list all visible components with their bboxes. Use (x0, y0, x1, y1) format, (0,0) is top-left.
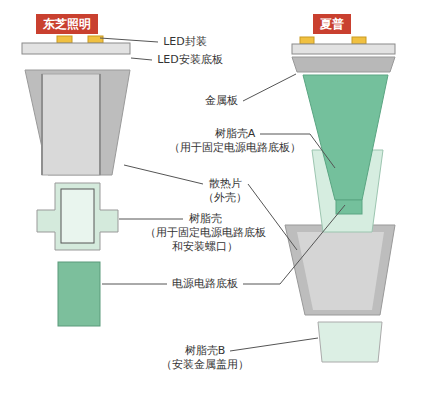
brand-name: 夏普 (320, 16, 344, 32)
leader-line (243, 74, 296, 101)
part-label-box: 树脂壳 （用于固定电源电路底板 和安装螺口） (135, 212, 275, 254)
part-label-box: 电源电路底板 (165, 277, 245, 291)
resin-shell-inner (61, 189, 94, 243)
part-label-box: LED安装底板 (150, 53, 230, 67)
part-label: 电源电路底板 (172, 277, 238, 290)
part-label: 散热片 （外壳） (203, 177, 247, 204)
resin-shell (37, 183, 118, 250)
led-package (300, 37, 314, 44)
led-board (292, 44, 395, 54)
leader-line (243, 205, 345, 284)
leader-line (100, 38, 158, 42)
heatsink (285, 225, 395, 315)
heatsink (25, 70, 130, 175)
heatsink-rib (41, 74, 43, 175)
part-label-box: 金属板 (196, 94, 246, 108)
heatsink-rib (99, 74, 101, 175)
part-label: LED封装 (163, 35, 207, 48)
part-label-box: LED封装 (150, 35, 220, 49)
heatsink-inner (297, 232, 384, 310)
metal-plate (292, 57, 395, 72)
leader-line (124, 165, 203, 184)
leader-line (131, 58, 152, 60)
leader-line (119, 219, 183, 220)
part-label-box: 散热片 （外壳） (199, 177, 251, 205)
leader-line (230, 338, 318, 351)
part-label: 树脂壳 （用于固定电源电路底板 和安装螺口） (145, 212, 266, 253)
power-board (58, 262, 100, 326)
resin-shell-b (318, 322, 382, 362)
leader-line (102, 284, 167, 285)
brand-box: 夏普 (313, 14, 351, 34)
part-label-box: 树脂壳A （用于固定电源电路底板） (160, 127, 310, 155)
led-package (57, 36, 72, 43)
part-label: 树脂壳B （安装金属盖用） (161, 344, 249, 371)
part-label-box: 树脂壳B （安装金属盖用） (145, 344, 265, 372)
led-board (22, 43, 130, 54)
led-package (88, 36, 103, 43)
part-label: 金属板 (205, 94, 238, 107)
brand-name: 东芝照明 (43, 16, 91, 32)
power-board (303, 75, 388, 200)
part-label: LED安装底板 (157, 53, 223, 66)
led-package (352, 37, 366, 44)
leader-line (248, 184, 297, 250)
brand-box: 东芝照明 (36, 14, 98, 34)
heatsink-inner (42, 74, 100, 175)
part-label: 树脂壳A （用于固定电源电路底板） (169, 127, 301, 154)
